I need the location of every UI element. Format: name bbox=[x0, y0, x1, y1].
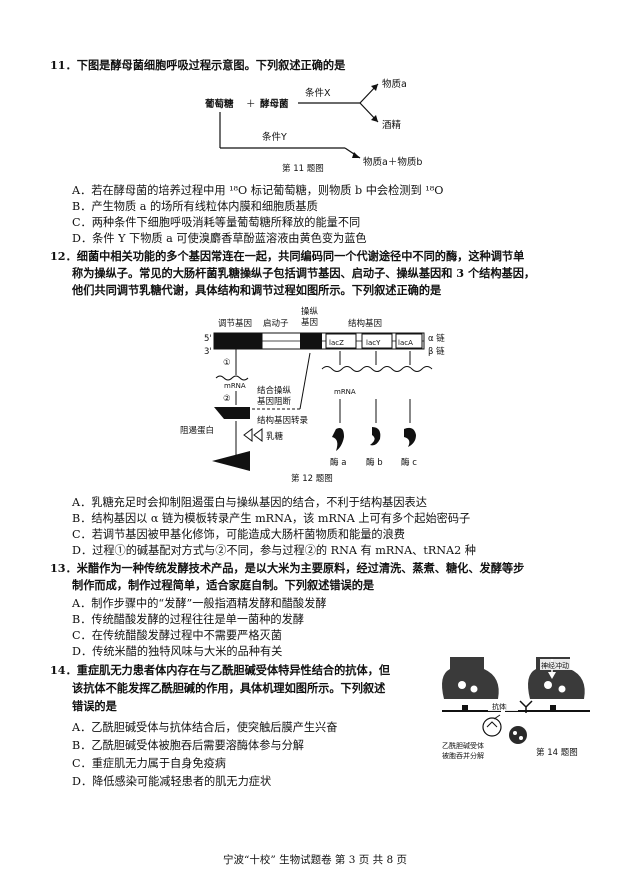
page-footer: 宁波“十校” 生物试题卷 第 3 页 共 8 页 bbox=[223, 854, 407, 866]
enzyme-a-label: 酶 a bbox=[330, 457, 346, 468]
structural-genes-label: 结构基因 bbox=[348, 318, 382, 329]
regulator-gene-label: 调节基因 bbox=[218, 318, 252, 329]
q13-option-d: D．传统米醋的独特风味与大米的品种有关 bbox=[72, 645, 283, 658]
left-mrna-label: mRNA bbox=[224, 382, 246, 390]
right-mrna-label: mRNA bbox=[334, 388, 356, 396]
lactose-label: 乳糖 bbox=[266, 431, 284, 442]
substance-a-label: 物质a bbox=[382, 78, 407, 90]
lactose-triangle-1 bbox=[243, 428, 253, 442]
q12-option-d: D．过程①的碱基配对方式与②不同，参与过程②的 RNA 有 mRNA、tRNA2… bbox=[72, 544, 476, 557]
beta-strand-label: β 链 bbox=[428, 346, 445, 357]
lacy-gene: lacY bbox=[366, 339, 381, 347]
q11-option-d: D．条件 Y 下物质 a 可使溴麝香草酚蓝溶液由黄色变为蓝色 bbox=[72, 232, 367, 245]
lacz-gene: lacZ bbox=[329, 339, 344, 347]
q12-stem-line-3: 他们共同调节乳糖代谢，具体结构和调节过程如图所示。下列叙述正确的是 bbox=[72, 283, 442, 297]
presynaptic-terminal-left bbox=[442, 657, 499, 699]
q12-option-a: A．乳糖充足时会抑制阻遏蛋白与操纵基因的结合，不利于结构基因表达 bbox=[72, 496, 427, 509]
q13-option-b: B．传统醋酸发酵的过程往往是单一菌种的发酵 bbox=[72, 613, 304, 626]
operator-label-line-1: 操纵 bbox=[301, 306, 319, 317]
glucose-label: 葡萄糖 bbox=[204, 98, 234, 110]
five-prime-label: 5' bbox=[204, 334, 212, 344]
process-2-marker: ② bbox=[223, 394, 231, 404]
operator-block bbox=[300, 333, 322, 349]
receptor-endocytosis-line-1: 乙酰胆碱受体 bbox=[442, 741, 484, 750]
q12-stem-line-1: 12．细菌中相关功能的多个基因常连在一起，共同编码同一个代谢途径中不同的酶，这种… bbox=[50, 249, 525, 263]
q14-option-b: B．乙酰胆碱受体被胞吞后需要溶酶体参与分解 bbox=[72, 739, 304, 752]
lactose-triangle-2 bbox=[253, 428, 263, 442]
alcohol-label: 酒精 bbox=[382, 119, 402, 131]
q12-stem-line-2: 称为操纵子。常见的大肠杆菌乳糖操纵子包括调节基因、启动子、操纵基因和 3 个结构… bbox=[72, 266, 536, 280]
regulator-gene-block bbox=[214, 333, 262, 349]
q12-operon-figure: 调节基因 启动子 操纵 基因 结构基因 5' 3' α 链 β 链 lacZ l… bbox=[180, 306, 445, 484]
three-prime-label: 3' bbox=[204, 347, 212, 357]
q13-option-c: C．在传统醋酸发酵过程中不需要严格灭菌 bbox=[72, 629, 282, 642]
q12-option-b: B．结构基因以 α 链为模板转录产生 mRNA，该 mRNA 上可有多个起始密码… bbox=[72, 512, 471, 525]
inactive-repressor-shape bbox=[212, 451, 250, 471]
promoter-label: 启动子 bbox=[263, 318, 289, 329]
q14-figure-caption: 第 14 题图 bbox=[536, 747, 578, 758]
structural-transcription-label: 结构基因转录 bbox=[257, 415, 309, 426]
repressor-protein-shape bbox=[214, 407, 250, 419]
q14-option-d: D．降低感染可能减轻患者的肌无力症状 bbox=[72, 775, 272, 788]
repressor-label: 阻遏蛋白 bbox=[180, 425, 214, 436]
q11-figure-caption: 第 11 题图 bbox=[282, 163, 324, 174]
q14-option-a: A．乙酰胆碱受体与抗体结合后，使突触后膜产生兴奋 bbox=[72, 721, 338, 734]
q11-option-a: A．若在酵母菌的培养过程中用 ¹⁸O 标记葡萄糖，则物质 b 中会检测到 ¹⁸O bbox=[72, 184, 444, 197]
yeast-label: 酵母菌 bbox=[260, 98, 289, 110]
q12-option-c: C．若调节基因被甲基化修饰，可能造成大肠杆菌物质和能量的浪费 bbox=[72, 528, 405, 541]
receptor-endocytosis-line-2: 被胞吞并分解 bbox=[442, 751, 484, 760]
enzyme-b-shape bbox=[370, 427, 381, 446]
antibody-label: 抗体 bbox=[492, 702, 506, 711]
q11-option-b: B．产生物质 a 的场所有线粒体内膜和细胞质基质 bbox=[72, 200, 318, 213]
q14-stem-line-3: 错误的是 bbox=[72, 699, 117, 713]
condition-y-label: 条件Y bbox=[262, 131, 287, 143]
q14-stem-line-2: 该抗体不能发挥乙酰胆碱的作用，具体机理如图所示。下列叙述 bbox=[72, 681, 386, 695]
laca-gene: lacA bbox=[398, 339, 413, 347]
enzyme-c-shape bbox=[404, 427, 416, 447]
plus-sign: ＋ bbox=[246, 99, 256, 110]
enzyme-c-label: 酶 c bbox=[401, 457, 417, 468]
bind-operator-line-1: 结合操纵 bbox=[257, 385, 292, 396]
endocytic-vesicle-icon bbox=[482, 717, 502, 737]
right-mrna-wave bbox=[321, 366, 433, 372]
q14-option-c: C．重症肌无力属于自身免疫病 bbox=[72, 757, 226, 770]
bind-operator-line-2: 基因阻断 bbox=[257, 396, 292, 407]
enzyme-b-label: 酶 b bbox=[366, 457, 383, 468]
lysosome-icon bbox=[509, 726, 527, 744]
operator-label-line-2: 基因 bbox=[301, 317, 318, 328]
q14-stem-line-1: 14．重症肌无力患者体内存在与乙酰胆碱受体特异性结合的抗体，但 bbox=[50, 663, 391, 677]
q11-option-c: C．两种条件下细胞呼吸消耗等量葡萄糖所释放的能量不同 bbox=[72, 216, 361, 229]
alpha-strand-label: α 链 bbox=[428, 333, 445, 344]
q14-synapse-figure: 神经冲动 抗体 乙酰胆碱受体 被胞吞并分解 第 14 题图 bbox=[442, 657, 590, 760]
q13-option-a: A．制作步骤中的“发酵”一般指酒精发酵和醋酸发酵 bbox=[72, 597, 327, 610]
process-1-marker: ① bbox=[223, 358, 231, 368]
enzyme-a-shape bbox=[332, 428, 344, 451]
products-y-label: 物质a＋物质b bbox=[363, 156, 422, 168]
q13-stem-line-2: 制作而成，制作过程简单，适合家庭自制。下列叙述错误的是 bbox=[72, 578, 375, 592]
antibody-icon bbox=[519, 700, 533, 713]
left-mrna-wave bbox=[215, 375, 249, 381]
q11-stem: 11．下图是酵母菌细胞呼吸过程示意图。下列叙述正确的是 bbox=[50, 58, 346, 72]
nerve-impulse-label: 神经冲动 bbox=[541, 661, 569, 670]
q12-figure-caption: 第 12 题图 bbox=[291, 473, 333, 484]
q11-figure: 葡萄糖 ＋ 酵母菌 条件X 物质a 酒精 条件Y 物质a＋物质b 第 11 题图 bbox=[204, 78, 422, 174]
q13-stem-line-1: 13．米醋作为一种传统发酵技术产品，是以大米为主要原料，经过清洗、蒸煮、糖化、发… bbox=[50, 561, 525, 575]
condition-x-label: 条件X bbox=[305, 87, 331, 99]
